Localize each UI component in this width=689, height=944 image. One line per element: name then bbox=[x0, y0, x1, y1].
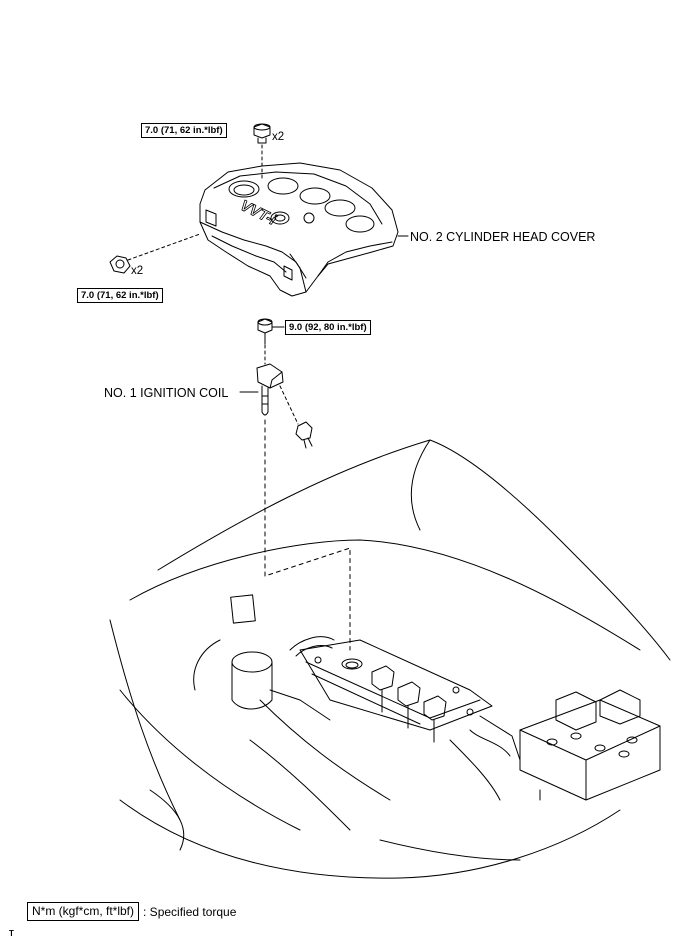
top-nut bbox=[253, 123, 271, 144]
ignition-coil-label: NO. 1 IGNITION COIL bbox=[104, 386, 229, 400]
top-nut-torque-box: 7.0 (71, 62 in.*lbf) bbox=[141, 123, 227, 138]
cylinder-head-cover bbox=[199, 162, 399, 297]
hood-outline bbox=[129, 439, 671, 661]
fender-outline bbox=[109, 594, 301, 831]
engine-assembly bbox=[231, 636, 521, 831]
ignition-coil bbox=[256, 363, 284, 416]
coil-bolt bbox=[257, 318, 273, 345]
corner-mark: T bbox=[9, 929, 14, 938]
legend-description: : Specified torque bbox=[143, 904, 237, 919]
side-nut-torque-box: 7.0 (71, 62 in.*lbf) bbox=[77, 288, 163, 303]
cover-logo-text: VVT-i bbox=[237, 197, 279, 229]
coil-connector bbox=[295, 421, 313, 449]
top-nut-quantity: x2 bbox=[272, 131, 285, 143]
torque-legend: N*m (kgf*cm, ft*lbf) : Specified torque bbox=[27, 902, 236, 921]
side-nut bbox=[109, 255, 131, 274]
battery bbox=[519, 689, 661, 801]
legend-unit-box: N*m (kgf*cm, ft*lbf) bbox=[27, 902, 140, 921]
coil-bolt-torque-box: 9.0 (92, 80 in.*lbf) bbox=[285, 320, 371, 335]
side-nut-quantity: x2 bbox=[131, 265, 144, 277]
cylinder-head-cover-label: NO. 2 CYLINDER HEAD COVER bbox=[410, 230, 596, 244]
front-bumper-outline bbox=[119, 789, 621, 879]
